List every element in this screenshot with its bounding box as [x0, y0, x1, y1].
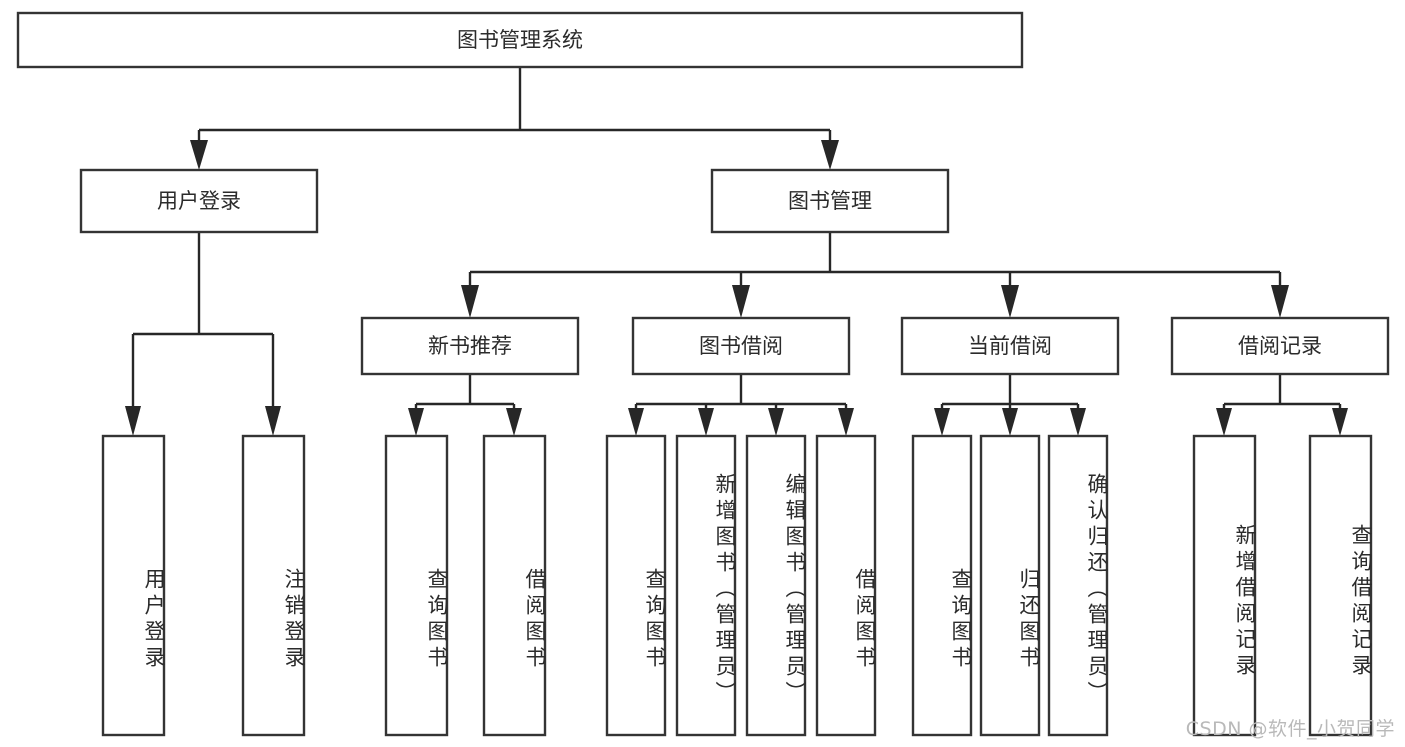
node-borrowing-record[interactable] — [1170, 316, 1390, 376]
node-leaf-confirm-return-admin[interactable] — [1047, 434, 1109, 737]
arrowhead-leaf-return-book — [1002, 408, 1018, 436]
arrowhead-leaf-edit-book — [768, 408, 784, 436]
arrowhead-leaf-query-book-1 — [408, 408, 424, 436]
node-current-borrowing-label: 当前借阅 — [968, 334, 1052, 358]
node-user-login[interactable] — [79, 168, 319, 234]
node-root-book-management-system[interactable] — [16, 11, 1024, 69]
node-borrowing-record-label: 借阅记录 — [1238, 334, 1322, 358]
node-leaf-query-book-current[interactable] — [911, 434, 973, 737]
node-leaf-borrow-book-borrow[interactable] — [815, 434, 877, 737]
node-leaf-query-book-newbook[interactable] — [384, 434, 449, 737]
arrowhead-book-borrow — [732, 285, 750, 318]
node-leaf-query-book-borrow[interactable] — [605, 434, 667, 737]
node-book-management-label: 图书管理 — [788, 189, 872, 213]
arrowhead-leaf-confirm-return — [1070, 408, 1086, 436]
arrowhead-leaf-query-record — [1332, 408, 1348, 436]
node-leaf-return-book[interactable] — [979, 434, 1041, 737]
node-leaf-user-login[interactable] — [101, 434, 166, 737]
node-leaf-query-borrow-record[interactable] — [1308, 434, 1373, 737]
node-book-management[interactable] — [710, 168, 950, 234]
node-current-borrowing[interactable] — [900, 316, 1120, 376]
node-new-book-recommendation-label: 新书推荐 — [428, 334, 512, 358]
arrowhead-borrow-record — [1271, 285, 1289, 318]
arrowhead-current-borrow — [1001, 285, 1019, 318]
node-boxes-group: 图书管理系统 用户登录 图书管理 新书推荐 图书借阅 当前借阅 借阅记录 — [16, 11, 1390, 737]
node-user-login-label: 用户登录 — [157, 189, 241, 213]
arrowhead-leaf-logout — [265, 406, 281, 436]
arrowhead-leaf-borrow-book-2 — [838, 408, 854, 436]
node-leaf-add-borrow-record[interactable] — [1192, 434, 1257, 737]
node-new-book-recommendation[interactable] — [360, 316, 580, 376]
watermark-text: CSDN @软件_小贺同学 — [1185, 718, 1395, 740]
node-book-borrowing-label: 图书借阅 — [699, 334, 783, 358]
arrowhead-user-login — [190, 140, 208, 170]
node-root-label: 图书管理系统 — [457, 28, 583, 52]
node-book-borrowing[interactable] — [631, 316, 851, 376]
arrowhead-leaf-query-book-2 — [628, 408, 644, 436]
node-leaf-edit-book-admin[interactable] — [745, 434, 807, 737]
arrowhead-book-mgmt — [821, 140, 839, 170]
arrowhead-leaf-user-login — [125, 406, 141, 436]
arrowhead-leaf-add-record — [1216, 408, 1232, 436]
arrowhead-new-book-rec — [461, 285, 479, 318]
arrowhead-leaf-borrow-book-1 — [506, 408, 522, 436]
node-leaf-logout[interactable] — [241, 434, 306, 737]
node-leaf-add-book-admin[interactable] — [675, 434, 737, 737]
arrowhead-leaf-query-book-3 — [934, 408, 950, 436]
node-leaf-borrow-book-newbook[interactable] — [482, 434, 547, 737]
arrowhead-leaf-add-book — [698, 408, 714, 436]
connectors-group — [125, 67, 1348, 436]
